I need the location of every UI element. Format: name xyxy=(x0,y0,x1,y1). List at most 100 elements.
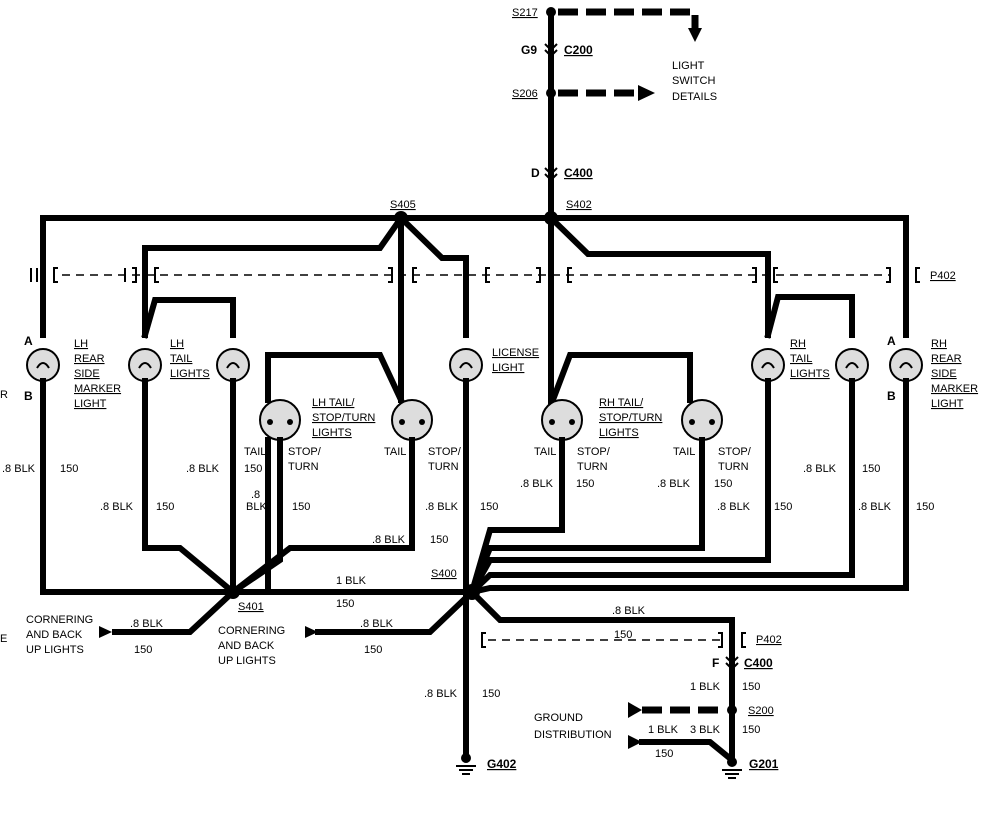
wire-label-4b: BLK xyxy=(246,501,267,513)
wire-label-12: 1 BLK xyxy=(336,575,367,587)
rh-stop-line3: LIGHTS xyxy=(599,427,639,439)
splice-s200-label: S200 xyxy=(748,705,774,717)
terminal-stop-rh1: STOP/ xyxy=(577,446,611,458)
terminal-turn-rh1: TURN xyxy=(577,461,608,473)
bulb-lh-tail-2 xyxy=(216,348,250,382)
rh-marker-line2: REAR xyxy=(931,353,962,365)
ground-g201-symbol xyxy=(722,757,742,779)
wire-circuit-2: 150 xyxy=(156,501,174,513)
ground-dist-line2: DISTRIBUTION xyxy=(534,729,612,741)
terminal-turn-lh2: TURN xyxy=(428,461,459,473)
lh-stop-line1: LH TAIL/ xyxy=(312,397,355,409)
corner-mid-line2: AND BACK xyxy=(218,640,275,652)
license-line1: LICENSE xyxy=(492,347,539,359)
light-switch-line1: LIGHT xyxy=(672,60,705,72)
splice-s401-label: S401 xyxy=(238,601,264,613)
wire-label-14: .8 BLK xyxy=(360,618,394,630)
wire-label-10: .8 BLK xyxy=(803,463,837,475)
wire-label-4a: .8 xyxy=(251,489,260,501)
wire-circuit-13: 150 xyxy=(134,644,152,656)
p402-bottom-harness xyxy=(481,632,746,671)
wire-circuit-10: 150 xyxy=(862,463,880,475)
wire-label-15: .8 BLK xyxy=(612,605,646,617)
lh-tail-label: LH TAIL LIGHTS xyxy=(170,338,210,380)
wire-label-16: .8 BLK xyxy=(424,688,458,700)
corner-left-line2: AND BACK xyxy=(26,629,83,641)
ground-wires xyxy=(40,378,909,765)
connector-c400-bottom-label: C400 xyxy=(744,656,773,670)
light-switch-line3: DETAILS xyxy=(672,91,717,103)
wire-label-11: .8 BLK xyxy=(858,501,892,513)
connector-c400-top-label: C400 xyxy=(564,166,593,180)
edge-mark-top: R xyxy=(0,389,8,401)
terminal-tail-lh1: TAIL xyxy=(244,446,266,458)
wire-circuit-12: 150 xyxy=(336,598,354,610)
lh-tail-line1: LH xyxy=(170,338,184,350)
lh-tail-stop-turn-label: LH TAIL/ STOP/TURN LIGHTS xyxy=(312,397,375,439)
corner-mid-line3: UP LIGHTS xyxy=(218,655,276,667)
wire-circuit-3: 150 xyxy=(244,463,262,475)
ground-g201-label: G201 xyxy=(749,757,779,771)
cornering-left-note: CORNERING AND BACK UP LIGHTS xyxy=(26,614,93,656)
corner-mid-line1: CORNERING xyxy=(218,625,285,637)
rh-stop-line2: STOP/TURN xyxy=(599,412,662,424)
wire-circuit-5: 150 xyxy=(430,534,448,546)
rh-rear-side-marker-label: RH REAR SIDE MARKER LIGHT xyxy=(931,338,978,410)
wire-label-19: 3 BLK xyxy=(690,724,721,736)
wire-circuit-6: 150 xyxy=(480,501,498,513)
splice-s206-label: S206 xyxy=(512,88,538,100)
terminal-tail-lh2: TAIL xyxy=(384,446,406,458)
wire-label-5: .8 BLK xyxy=(372,534,406,546)
terminal-turn-rh2: TURN xyxy=(718,461,749,473)
wire-circuit-17: 150 xyxy=(742,681,760,693)
rh-tail-line1: RH xyxy=(790,338,806,350)
splice-s217-label: S217 xyxy=(512,7,538,19)
wire-circuit-11: 150 xyxy=(916,501,934,513)
bulb-lh-rear-side-marker xyxy=(26,348,60,382)
corner-left-line1: CORNERING xyxy=(26,614,93,626)
connector-g9-label: G9 xyxy=(521,43,537,57)
wire-circuit-15: 150 xyxy=(614,629,632,641)
connector-c200-label: C200 xyxy=(564,43,593,57)
connector-d-label: D xyxy=(531,166,540,180)
lh-rear-side-marker-label: LH REAR SIDE MARKER LIGHT xyxy=(74,338,121,410)
lh-marker-line2: REAR xyxy=(74,353,105,365)
terminal-tail-rh1: TAIL xyxy=(534,446,556,458)
wire-circuit-19: 150 xyxy=(655,748,673,760)
rh-stop-line1: RH TAIL/ xyxy=(599,397,644,409)
rh-tail-line3: LIGHTS xyxy=(790,368,830,380)
bulb-lh-stop-turn-1 xyxy=(259,399,301,441)
ground-dist-line1: GROUND xyxy=(534,712,583,724)
lh-marker-line5: LIGHT xyxy=(74,398,107,410)
lh-tail-line3: LIGHTS xyxy=(170,368,210,380)
wire-label-18: 1 BLK xyxy=(648,724,679,736)
bulb-rh-tail-2 xyxy=(835,348,869,382)
wire-label-9: .8 BLK xyxy=(717,501,751,513)
wire-label-13: .8 BLK xyxy=(130,618,164,630)
bulb-rh-tail-1 xyxy=(751,348,785,382)
lh-stop-line2: STOP/TURN xyxy=(312,412,375,424)
splice-s402-label: S402 xyxy=(566,199,592,211)
light-switch-line2: SWITCH xyxy=(672,75,715,87)
light-switch-details-note: LIGHT SWITCH DETAILS xyxy=(672,60,717,103)
connector-p402-top-label: P402 xyxy=(930,270,956,282)
terminal-a-left: A xyxy=(24,334,33,348)
terminal-a-right: A xyxy=(887,334,896,348)
license-light-label: LICENSE LIGHT xyxy=(492,347,539,374)
cornering-mid-note: CORNERING AND BACK UP LIGHTS xyxy=(218,625,285,667)
bulb-rh-rear-side-marker xyxy=(889,348,923,382)
bulb-lh-stop-turn-2 xyxy=(391,399,433,441)
wire-label-1: .8 BLK xyxy=(2,463,36,475)
lh-tail-line2: TAIL xyxy=(170,353,192,365)
top-feed xyxy=(544,7,702,213)
edge-mark-bottom: E xyxy=(0,633,7,645)
rh-tail-stop-turn-label: RH TAIL/ STOP/TURN LIGHTS xyxy=(599,397,662,439)
terminal-stop-lh2: STOP/ xyxy=(428,446,462,458)
wire-label-6: .8 BLK xyxy=(425,501,459,513)
wire-circuit-7: 150 xyxy=(576,478,594,490)
bulb-rh-stop-turn-1 xyxy=(541,399,583,441)
wire-label-3: .8 BLK xyxy=(186,463,220,475)
splice-s400-label: S400 xyxy=(431,568,457,580)
terminal-stop-lh1: STOP/ xyxy=(288,446,322,458)
